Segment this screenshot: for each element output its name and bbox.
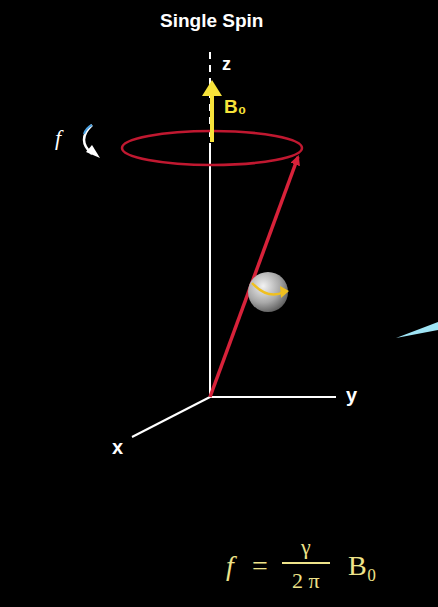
fraction-bar bbox=[282, 562, 330, 564]
axis-label: z bbox=[222, 55, 231, 73]
axis-label: y bbox=[346, 385, 357, 405]
spin-rotation-arrow bbox=[252, 283, 284, 295]
spin-rotation-head bbox=[280, 286, 289, 298]
formula-symbol: B₀ bbox=[348, 552, 376, 580]
precession-arrow-tint bbox=[84, 125, 92, 134]
formula-numerator: γ bbox=[301, 536, 311, 558]
field-label: B₀ bbox=[224, 97, 246, 116]
z-axis bbox=[209, 150, 211, 397]
spin-vector bbox=[210, 157, 298, 397]
formula-symbol: = bbox=[252, 552, 268, 580]
pointer-fragment bbox=[396, 322, 438, 338]
spin-ball bbox=[248, 272, 288, 312]
field-arrow bbox=[210, 94, 214, 142]
y-axis bbox=[210, 396, 336, 398]
field-arrowhead bbox=[202, 80, 222, 96]
frequency-label: f bbox=[55, 127, 61, 149]
x-axis bbox=[132, 397, 210, 437]
axis-label: x bbox=[112, 437, 123, 457]
z-axis-dashed bbox=[209, 50, 211, 150]
formula-symbol: f bbox=[226, 552, 234, 580]
title: Single Spin bbox=[160, 11, 263, 30]
formula-denominator: 2 π bbox=[292, 570, 320, 592]
precession-arrowhead bbox=[86, 145, 100, 158]
